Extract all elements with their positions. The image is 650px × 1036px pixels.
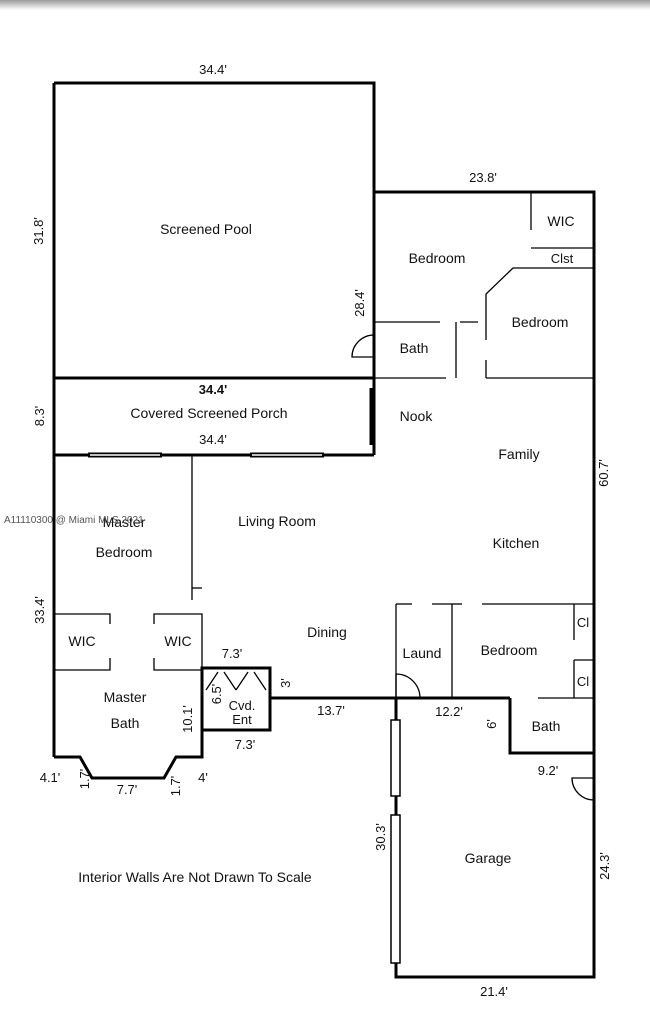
label-garage: Garage bbox=[465, 850, 512, 866]
dim-porch-width-top: 34.4' bbox=[199, 382, 227, 397]
dim-bath-step: 6' bbox=[484, 719, 499, 729]
dim-porch-depth: 8.3' bbox=[32, 406, 47, 427]
label-cl-top: Cl bbox=[577, 615, 589, 630]
label-nook: Nook bbox=[400, 408, 434, 424]
label-wic-left: WIC bbox=[68, 633, 95, 649]
dim-bay-center: 7.7' bbox=[117, 782, 138, 797]
dim-bay-right: 4' bbox=[198, 770, 208, 785]
dim-laundry-span: 12.2' bbox=[435, 704, 463, 719]
label-master-bath-line1: Master bbox=[104, 689, 147, 705]
dim-bay-left: 4.1' bbox=[40, 770, 61, 785]
label-master-bedroom-line2: Bedroom bbox=[96, 544, 153, 560]
garage-windows bbox=[390, 719, 401, 964]
dim-bay-side-left: 1.7' bbox=[77, 769, 92, 790]
label-laund: Laund bbox=[403, 645, 442, 661]
dim-bedroom-wing-width: 23.8' bbox=[469, 170, 497, 185]
dim-front-wall: 13.7' bbox=[317, 703, 345, 718]
label-cvd-line1: Cvd. bbox=[229, 698, 256, 713]
dim-master-bath-depth: 10.1' bbox=[180, 705, 195, 733]
label-bath-top: Bath bbox=[400, 340, 429, 356]
dim-porch-width-bottom: 34.4' bbox=[199, 432, 227, 447]
label-bath-lower: Bath bbox=[532, 718, 561, 734]
scale-note: Interior Walls Are Not Drawn To Scale bbox=[78, 869, 312, 885]
label-wic-right: WIC bbox=[164, 633, 191, 649]
dim-garage-step: 9.2' bbox=[538, 763, 559, 778]
dim-entry-offset: 3' bbox=[278, 678, 293, 688]
label-dining: Dining bbox=[307, 624, 347, 640]
dimension-labels: 34.4' 31.8' 23.8' 28.4' 34.4' 8.3' 34.4'… bbox=[31, 62, 612, 999]
exterior-walls bbox=[52, 81, 596, 979]
label-master-bath-line2: Bath bbox=[111, 715, 140, 731]
top-shadow-bar bbox=[0, 0, 650, 10]
dim-garage-width: 21.4' bbox=[480, 984, 508, 999]
dim-entry-depth: 6.5' bbox=[209, 684, 224, 705]
dim-house-depth-right: 60.7' bbox=[596, 459, 611, 487]
dim-master-depth: 33.4' bbox=[32, 596, 47, 624]
label-master-bedroom-line1: Master bbox=[103, 514, 146, 530]
label-clst: Clst bbox=[551, 251, 574, 266]
dim-garage-depth-right: 24.3' bbox=[597, 852, 612, 880]
label-cvd-line2: Ent bbox=[232, 712, 252, 727]
interior-walls bbox=[54, 192, 594, 699]
label-covered-porch: Covered Screened Porch bbox=[130, 405, 287, 421]
dim-bedroom-wing-depth: 28.4' bbox=[352, 289, 367, 317]
dim-bay-side-right: 1.7' bbox=[168, 776, 183, 797]
label-bedroom-lower: Bedroom bbox=[481, 642, 538, 658]
porch-sliders bbox=[88, 388, 375, 458]
door-swings bbox=[205, 334, 595, 801]
mls-watermark: A11110300 @ Miami MLS 2021 bbox=[4, 515, 144, 526]
label-living-room: Living Room bbox=[238, 513, 316, 529]
dim-pool-depth: 31.8' bbox=[31, 217, 46, 245]
label-bedroom-top-left: Bedroom bbox=[409, 250, 466, 266]
dim-entry-width-top: 7.3' bbox=[222, 646, 243, 661]
dim-entry-width-bottom: 7.3' bbox=[235, 737, 256, 752]
label-cl-bottom: Cl bbox=[577, 674, 589, 689]
room-labels: Screened Pool Covered Screened Porch Bed… bbox=[68, 213, 589, 866]
label-screened-pool: Screened Pool bbox=[160, 221, 252, 237]
label-wic-top: WIC bbox=[547, 213, 574, 229]
label-kitchen: Kitchen bbox=[493, 535, 540, 551]
dim-pool-width: 34.4' bbox=[199, 62, 227, 77]
label-family: Family bbox=[498, 446, 539, 462]
dim-garage-depth-left: 30.3' bbox=[373, 823, 388, 851]
label-bedroom-top-right: Bedroom bbox=[512, 314, 569, 330]
